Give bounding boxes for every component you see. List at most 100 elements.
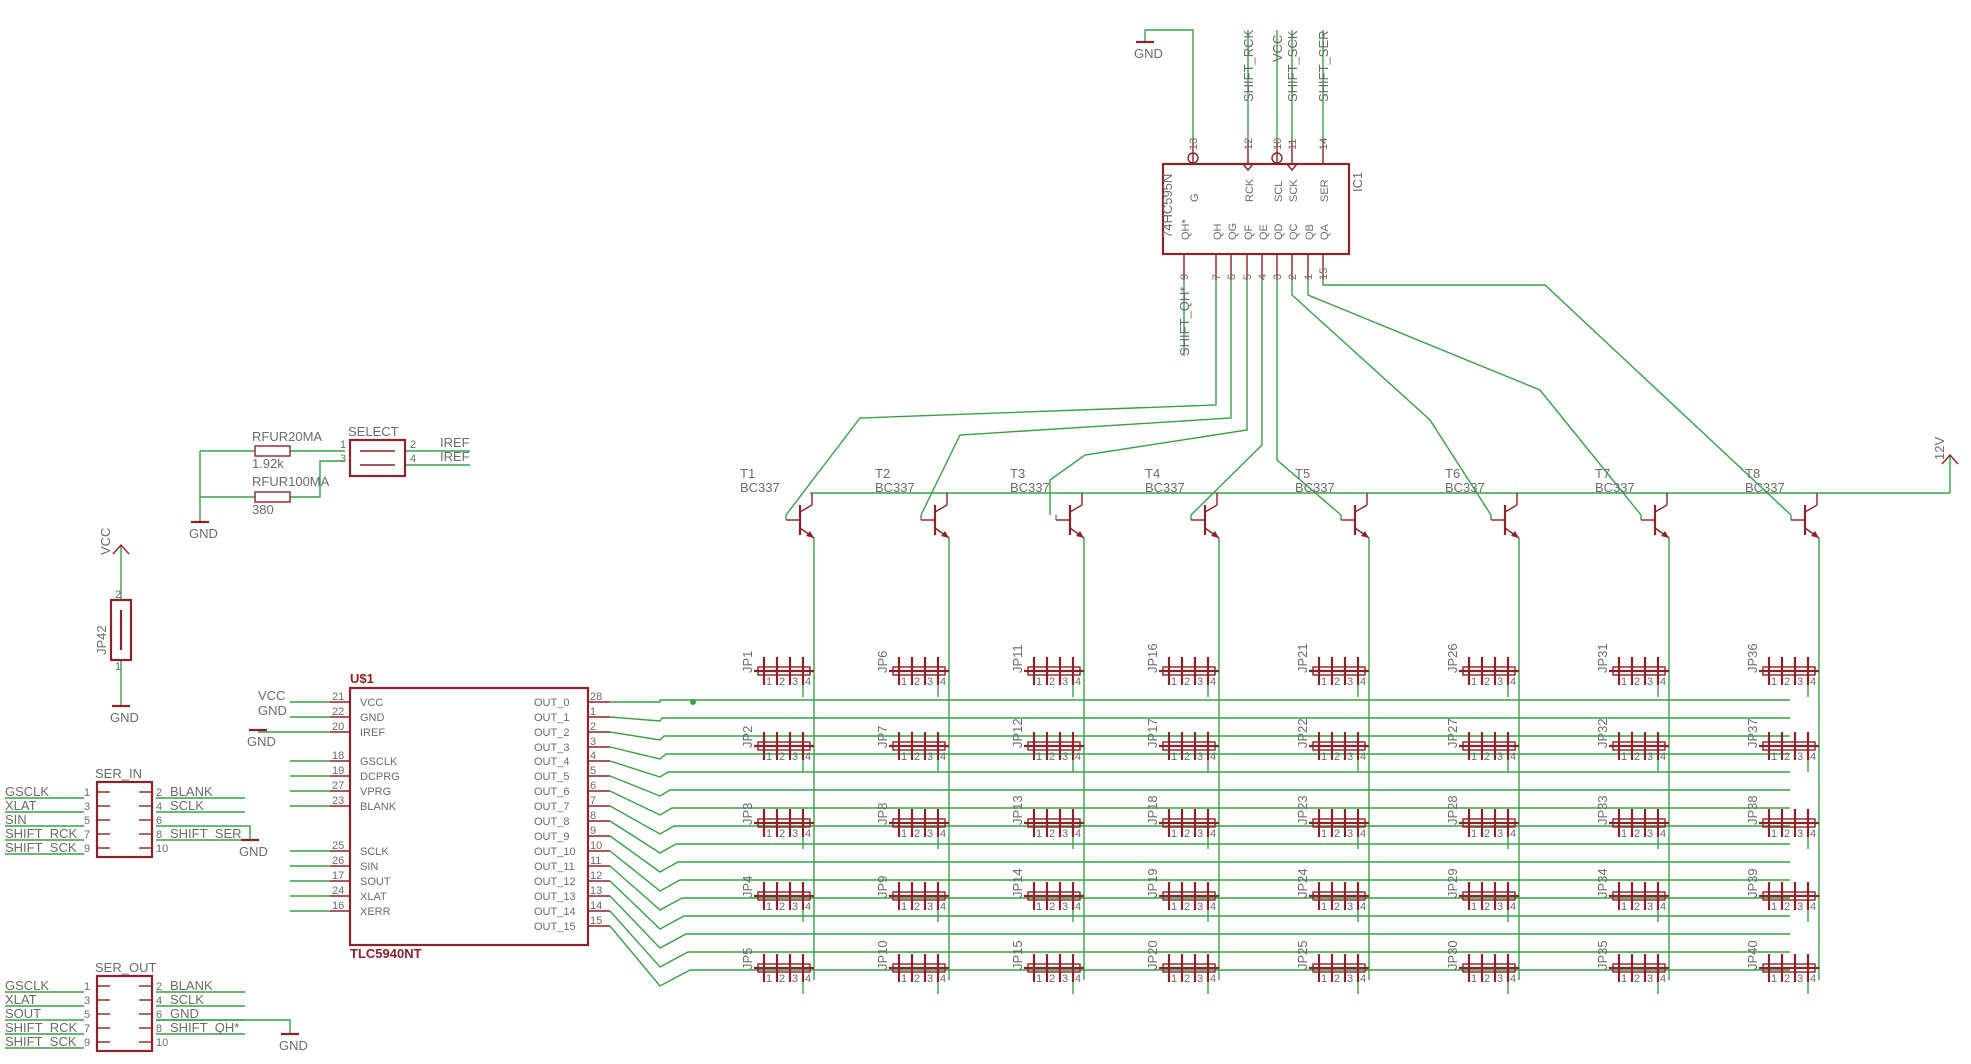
ser-out-header: SER_OUT1GSCLK3XLAT5SOUT7SHIFT_RCK9SHIFT_… [5,960,308,1053]
transistor-emitter-arrow [806,531,814,538]
u1-pin-num: 17 [332,870,344,882]
u1-pin-num: 21 [332,691,344,703]
jumper-pin-num: 3 [927,973,933,985]
jumper-pin-num: 3 [792,901,798,913]
u1-pin-label: IREF [360,727,385,739]
jumper-pin-num: 3 [1797,676,1803,688]
jumper-pin-num: 3 [1197,828,1203,840]
wire-u1-out-10 [609,850,1790,892]
jumper-pin-num: 1 [1321,751,1327,763]
jumper-name: JP23 [1295,795,1310,825]
header-net-right: SHIFT_QH* [170,1020,239,1035]
wire-u1-out-14 [609,910,1790,968]
ic1-pin-label: QB [1304,224,1316,240]
jumper-name: JP21 [1295,643,1310,673]
ic1-pin-label: RCK [1244,178,1256,202]
wire-ic1-g [1144,29,1194,140]
u1-net: VCC [258,688,285,703]
ic1-name: IC1 [1350,172,1365,192]
jumper-pin-num: 2 [1784,828,1790,840]
wires [5,29,1951,1049]
header-net-left: SHIFT_SCK [5,1034,77,1049]
u1-pin-num: 16 [332,900,344,912]
jumper-pin-num: 3 [1647,973,1653,985]
jumper-pin-num: 1 [1771,676,1777,688]
gnd-label: GND [279,1038,308,1053]
jumper-pin-num: 2 [1184,973,1190,985]
jumper-name: JP37 [1745,718,1760,748]
jumper-pin-num: 1 [1471,751,1477,763]
u1-gnd: GND [247,728,276,749]
u1-pin-label: OUT_4 [534,756,569,768]
jumper-name: JP8 [875,803,890,825]
header-pin-num: 8 [156,829,162,841]
jumper-pin-num: 4 [1810,828,1816,840]
u1-pin-label: OUT_0 [534,697,569,709]
jumper-pin-num: 4 [1660,751,1666,763]
select-r2 [254,491,291,503]
transistor-name: T5 [1295,466,1310,481]
header-pin-num: 7 [84,1023,90,1035]
jumper-pin-num: 1 [1621,751,1627,763]
jumper-name: JP31 [1595,643,1610,673]
jumper-pin-num: 3 [1347,828,1353,840]
wire-u1-out-8 [609,820,1790,854]
header-pin-num: 8 [156,1023,162,1035]
jumper-pin-num: 3 [1347,973,1353,985]
u1-pin-label: BLANK [360,801,397,813]
jumper-pin-num: 2 [779,828,785,840]
jumper-pin-num: 3 [1197,751,1203,763]
u1-pin-num: 25 [332,840,344,852]
jumper-pin-num: 3 [792,676,798,688]
select-pin: 4 [410,453,416,465]
jumper-pin-num: 3 [927,828,933,840]
net-iref-1: IREF [440,435,470,450]
jumper-pin-num: 4 [1660,676,1666,688]
ic1-pin-label: QG [1227,223,1239,240]
wire-ic1-to-t6 [1291,280,1492,516]
header-net-right: SHIFT_SER [170,826,242,841]
header-pin-num: 6 [156,1009,162,1021]
net-iref-2: IREF [440,449,470,464]
header-pin-num: 1 [84,981,90,993]
jumper-pin-num: 3 [927,901,933,913]
jumper-pin-num: 1 [1471,676,1477,688]
u1-pin-num: 4 [590,750,596,762]
u1-net: GND [258,703,287,718]
transistor-collector [799,504,813,513]
jumper-pin-num: 2 [1634,901,1640,913]
jumper-pin-num: 2 [1784,676,1790,688]
transistor-emitter-arrow [1811,531,1819,538]
ic1-pin-label: QH* [1180,219,1192,241]
u1-name: U$1 [350,671,374,686]
ic1-pin-label: SER [1319,179,1331,202]
transistor-name: T2 [875,466,890,481]
transistor-value: BC337 [1745,480,1785,495]
u1-pin-num: 28 [590,691,602,703]
wire-r2-right [290,460,345,498]
header-pin-num: 10 [156,843,168,855]
jumper-pin-num: 2 [1484,828,1490,840]
jumper-pin-num: 2 [1784,973,1790,985]
u1-pin-num: 12 [590,870,602,882]
jumper-pin-num: 2 [1334,676,1340,688]
jumper-pin-num: 1 [1771,751,1777,763]
u1-pin-label: OUT_3 [534,742,569,754]
gnd-label: GND [189,526,218,541]
jumper-pin-num: 1 [1171,751,1177,763]
jumper-name: JP19 [1145,868,1160,898]
select-r2-name: RFUR100MA [252,474,330,489]
jumper-pin-num: 1 [766,828,772,840]
jumper-name: JP35 [1595,940,1610,970]
jumper-pin-num: 1 [766,901,772,913]
gnd-label: GND [110,710,139,725]
